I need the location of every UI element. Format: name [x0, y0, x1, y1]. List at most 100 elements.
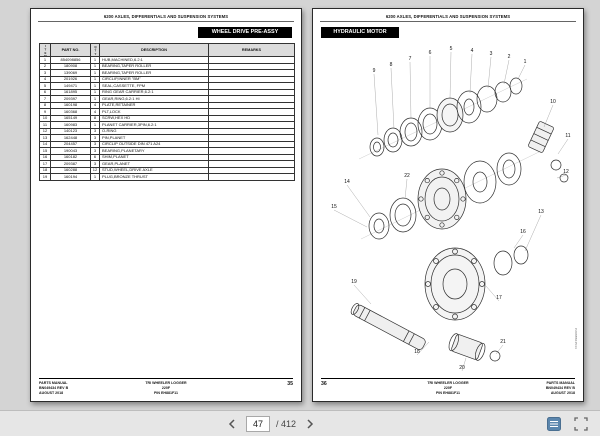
thumbnails-icon: [547, 416, 561, 431]
section-title-hydraulic-motor: HYDRAULIC MOTOR: [321, 27, 399, 38]
callout-number: 3: [490, 51, 493, 57]
footer-line: PARTS MANUAL: [546, 381, 575, 386]
prev-page-button[interactable]: [224, 416, 240, 432]
col-part-no: PART NO.: [50, 43, 91, 57]
manual-page-right: 6200 AXLES, DIFFERENTIALS AND SUSPENSION…: [312, 8, 584, 402]
cell-remarks: [208, 114, 295, 122]
col-remarks: REMARKS: [208, 43, 295, 57]
cell-description: PLUG,BRONZE THRUST: [99, 173, 209, 181]
callout-number: 5: [450, 46, 453, 52]
cell-remarks: [208, 108, 295, 116]
footer-line: 220F: [161, 386, 171, 391]
footer-machine-info: TRI WHEELER LOGGER 220F PIN EH881F11: [124, 381, 208, 396]
page-footer-right: 36 TRI WHEELER LOGGER 220F PIN EH881F11 …: [321, 378, 575, 396]
page-header: 6200 AXLES, DIFFERENTIALS AND SUSPENSION…: [103, 14, 229, 19]
callout-number: 10: [550, 99, 556, 105]
callout-number: 20: [459, 365, 465, 371]
callout-number: 21: [500, 339, 506, 345]
figure-reference: P2088504544: [574, 328, 578, 349]
page-number: 35: [287, 381, 293, 388]
footer-line: 220F: [443, 386, 453, 391]
page-number-input[interactable]: [246, 415, 270, 432]
chevron-left-icon: [228, 418, 235, 429]
col-item: ITEM: [39, 43, 51, 57]
cell-remarks: [208, 82, 295, 90]
page-header: 6200 AXLES, DIFFERENTIALS AND SUSPENSION…: [385, 14, 511, 19]
page-total-label: / 412: [276, 418, 297, 429]
col-qty: QTY: [90, 43, 100, 57]
header-rule: [38, 21, 294, 22]
callout-number: 6: [429, 50, 432, 56]
callout-number: 8: [390, 62, 393, 68]
page-number: 36: [321, 381, 327, 388]
footer-line: AUGUST 2018: [550, 391, 575, 396]
callout-number: 4: [471, 48, 474, 54]
fullscreen-icon: [574, 416, 588, 431]
callout-number: 11: [565, 133, 570, 139]
callout-number: 16: [520, 229, 526, 235]
callout-number: 22: [404, 173, 410, 179]
cell-item: 19: [39, 173, 51, 181]
cell-remarks: [208, 62, 295, 70]
thumbnails-button[interactable]: [545, 415, 563, 433]
table-header-row: ITEM PART NO. QTY DESCRIPTION REMARKS: [39, 43, 295, 57]
manual-page-left: 6200 AXLES, DIFFERENTIALS AND SUSPENSION…: [30, 8, 302, 402]
page-navigation: / 412: [224, 415, 318, 432]
cell-remarks: [208, 88, 295, 96]
callout-number: 18: [414, 349, 420, 355]
footer-line: PIN EH881F11: [436, 391, 460, 396]
cell-remarks: [208, 75, 295, 83]
footer-line: AUGUST 2018: [39, 391, 64, 396]
footer-line: PIN EH881F11: [154, 391, 178, 396]
footer-line: TRI WHEELER LOGGER: [145, 381, 187, 386]
callout-number: 2: [508, 54, 511, 60]
cell-remarks: [208, 101, 295, 109]
next-page-button[interactable]: [302, 416, 318, 432]
footer-line: BN049434 REV B: [39, 386, 69, 391]
page-footer-left: PARTS MANUAL BN049434 REV B AUGUST 2018 …: [39, 378, 293, 396]
callout-number: 12: [563, 169, 569, 175]
cell-part-no: 160194: [50, 173, 91, 181]
chevron-right-icon: [307, 418, 314, 429]
footer-line: PARTS MANUAL: [39, 381, 68, 386]
callout-number: 1: [524, 59, 527, 65]
callout-number: 9: [373, 68, 376, 74]
cell-remarks: [208, 173, 295, 181]
footer-machine-info: TRI WHEELER LOGGER 220F PIN EH881F11: [406, 381, 490, 396]
callout-number: 15: [331, 204, 337, 210]
footer-line: TRI WHEELER LOGGER: [427, 381, 469, 386]
callout-number: 7: [409, 56, 412, 62]
toolbar-right-actions: [545, 415, 590, 433]
callout-number: 14: [344, 179, 350, 185]
callout-number: 13: [538, 209, 544, 215]
section-title-wheel-drive: WHEEL DRIVE PRE-ASSY: [198, 27, 292, 38]
cell-remarks: [208, 69, 295, 77]
callout-number: 17: [496, 295, 502, 301]
col-description: DESCRIPTION: [99, 43, 209, 57]
footer-manual-info: PARTS MANUAL BN049434 REV B AUGUST 2018: [491, 381, 575, 396]
footer-line: BN049434 REV B: [545, 386, 575, 391]
cell-qty: 1: [90, 173, 100, 181]
cell-remarks: [208, 95, 295, 103]
callout-number: 19: [351, 279, 357, 285]
header-rule: [320, 21, 576, 22]
footer-manual-info: PARTS MANUAL BN049434 REV B AUGUST 2018: [39, 381, 123, 396]
viewer-toolbar: / 412: [0, 410, 600, 436]
fullscreen-button[interactable]: [572, 415, 590, 433]
